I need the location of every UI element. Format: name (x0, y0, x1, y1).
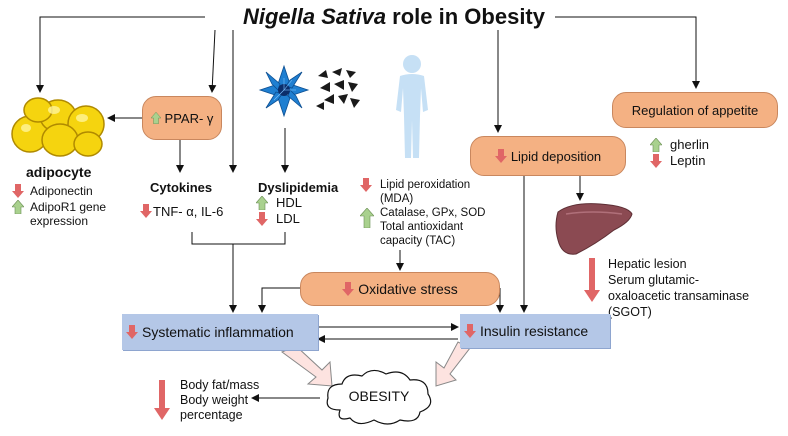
liver-line: Serum glutamic- (608, 273, 699, 287)
body-line: Body fat/mass (180, 378, 260, 392)
ppar-label: PPAR- γ (164, 110, 214, 126)
systematic-inflammation-node: Systematic inflammation (122, 314, 318, 350)
dyslipidemia-heading: Dyslipidemia (258, 180, 339, 195)
dyslipidemia-ldl: LDL (276, 211, 300, 226)
cytokines-heading: Cytokines (150, 180, 213, 195)
up-arrow-icon (360, 208, 374, 228)
adipocyte-item-adipor1: AdipoR1 gene (30, 200, 107, 214)
oxidative-stress-label: Oxidative stress (358, 281, 458, 297)
down-arrow-icon (360, 178, 372, 192)
inflammation-label: Systematic inflammation (142, 324, 294, 340)
insulin-label: Insulin resistance (480, 323, 589, 339)
title-italic: Nigella Sativa (242, 4, 387, 29)
down-arrow-icon (584, 258, 600, 302)
up-arrow-icon (650, 138, 662, 152)
down-arrow-icon (126, 325, 138, 339)
marker-line: Lipid peroxidation (380, 179, 471, 191)
oxidative-stress-node: Oxidative stress (300, 272, 500, 306)
marker-line: (MDA) (380, 193, 414, 205)
page-title: Nigella Sativa role in Obesity (0, 4, 788, 30)
adipocyte-item-adiponectin: Adiponectin (30, 184, 93, 198)
down-arrow-icon (650, 154, 662, 168)
title-rest: role in Obesity (386, 4, 545, 29)
dyslipidemia-hdl: HDL (276, 195, 303, 210)
marker-line: Total antioxidant (380, 221, 464, 233)
regulation-appetite-node: Regulation of appetite (612, 92, 778, 128)
appetite-gherlin: gherlin (670, 137, 710, 152)
down-arrow-icon (154, 380, 170, 420)
adipocyte-cells-icon (11, 97, 105, 157)
body-line: percentage (180, 408, 243, 422)
liver-line: (SGOT) (608, 305, 652, 319)
liver-icon (555, 203, 633, 255)
down-arrow-icon (464, 324, 476, 338)
liver-line: oxaloacetic transaminase (608, 289, 750, 303)
black-seeds-icon (316, 68, 360, 110)
liver-line: Hepatic lesion (608, 257, 687, 271)
down-arrow-icon (140, 204, 152, 218)
marker-line: capacity (TAC) (380, 235, 456, 247)
obesity-cloud-icon (326, 369, 432, 425)
human-figure-icon (396, 55, 428, 158)
lipid-deposition-label: Lipid deposition (510, 148, 602, 164)
down-arrow-icon (12, 184, 24, 198)
body-outcomes: Body fat/mass Body weight percentage (180, 378, 259, 423)
insulin-resistance-node: Insulin resistance (460, 314, 610, 348)
adipocyte-heading: adipocyte (26, 164, 92, 180)
up-arrow-icon (256, 196, 268, 210)
ppar-gamma-node: PPAR- γ (142, 96, 222, 140)
up-arrow-icon (12, 200, 24, 214)
regulation-label: Regulation of appetite (631, 102, 759, 118)
marker-line: Catalase, GPx, SOD (380, 207, 486, 219)
lipid-deposition-node: Lipid deposition (470, 136, 626, 176)
down-arrow-icon (256, 212, 268, 226)
adipocyte-item-expression: expression (30, 214, 89, 228)
body-line: Body weight (180, 393, 249, 407)
liver-outcomes: Hepatic lesion Serum glutamic- oxaloacet… (608, 256, 749, 320)
nigella-flower-icon (258, 64, 310, 118)
cytokines-item: TNF- α, IL-6 (153, 204, 224, 219)
up-arrow-icon (150, 112, 161, 124)
down-arrow-icon (342, 282, 355, 296)
appetite-leptin: Leptin (670, 153, 706, 168)
down-arrow-icon (494, 149, 507, 163)
obesity-label: OBESITY (348, 388, 410, 404)
oxidative-markers: Lipid peroxidation (MDA) Catalase, GPx, … (380, 178, 485, 248)
